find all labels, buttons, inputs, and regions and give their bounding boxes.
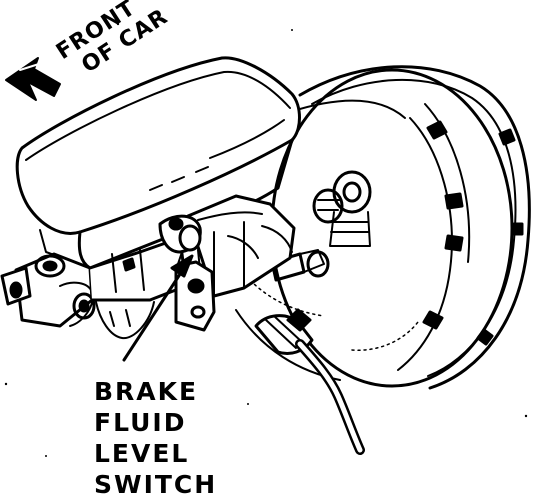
brake-booster — [235, 65, 531, 390]
brake-fluid-level-switch-label: BRAKE FLUID LEVEL SWITCH — [94, 376, 217, 500]
fluid-level-switch — [158, 214, 216, 332]
cylinder-flange — [186, 194, 296, 298]
callout-line-3: LEVEL — [94, 439, 190, 468]
master-cylinder-body — [0, 236, 188, 340]
print-speckles — [4, 22, 528, 457]
callout-line-4: SWITCH — [94, 470, 218, 499]
wiring-connector — [254, 308, 365, 455]
callout-leader — [122, 254, 194, 362]
callout-line-1: BRAKE — [94, 377, 199, 406]
callout-line-2: FLUID — [94, 408, 187, 437]
arrow-left-icon — [5, 57, 61, 101]
vacuum-check-valve — [312, 170, 372, 247]
